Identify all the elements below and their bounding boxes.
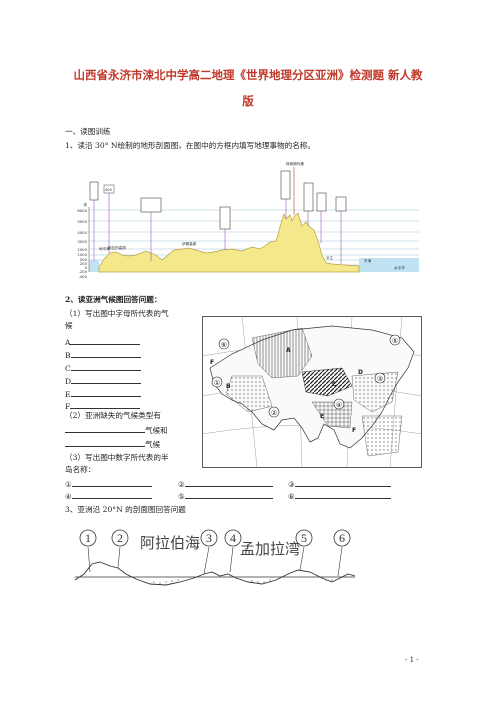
label-east-china-sea: 东海 [364,258,372,263]
title-line-1: 山西省永济市涑北中学高二地理《世界地理分区亚洲》检测题 新人教 [73,68,423,82]
profile-number: 6 [339,531,345,545]
answer-box[interactable] [280,170,291,200]
page-number: - 1 - [405,656,419,664]
q2-part2: （2）亚洲缺失的气候类型有 [65,411,161,420]
profile-20n-figure: 1 2 3 4 5 6 阿拉伯海 孟加拉湾 [74,529,356,586]
map-letter: B [226,383,231,390]
y-tick: 2000 [77,247,87,252]
profile-number: 4 [230,531,236,545]
map-number: ⑥ [221,341,227,349]
label-pacific: 太平洋 [394,265,405,270]
answer-box[interactable] [219,206,231,230]
section-heading: 一、读图训练 [65,127,111,136]
profile-number: 1 [85,531,91,545]
map-letter: F [352,427,356,434]
question-3: 3、亚洲沿 20°N 的剖面图回答问题 [65,505,186,514]
label-arabian-sea: 阿拉伯海 [140,534,200,552]
y-tick: 5000 [77,219,87,224]
label-bay-of-bengal: 孟加拉湾 [240,540,300,558]
label-mediterranean: 地中海 [99,246,110,251]
y-tick: 500 [80,257,88,262]
blank-A[interactable]: A [65,336,141,349]
blank-peninsula-1[interactable]: ① [65,478,152,491]
y-tick: 200 [80,261,88,266]
profile-number: 2 [117,531,123,545]
blank-peninsula-5[interactable]: ⑤ [178,490,273,503]
label-iranian-plateau: 伊朗高原 [182,241,197,246]
map-letter: F [210,359,214,366]
q2-part2-line2[interactable]: 气候和 [65,424,168,437]
title-line-2: 版 [242,94,254,108]
q2-part3: （3）写出图中数字所代表的半 [65,453,169,462]
y-tick: 0 [85,265,88,270]
blank-F[interactable]: F [65,400,141,413]
answer-box[interactable] [316,192,327,212]
page-title: 山西省永济市涑北中学高二地理《世界地理分区亚洲》检测题 新人教 版 [40,62,456,114]
map-letter: E [320,413,324,420]
profile-number: 5 [301,531,307,545]
profile-number: 3 [206,531,212,545]
y-tick: 1000 [77,252,87,257]
map-number: ④ [336,401,342,409]
blank-peninsula-3[interactable]: ③ [288,478,391,491]
map-number: ⑤ [392,337,398,345]
y-tick: -200 [78,269,87,274]
map-number: ② [271,409,277,417]
map-letter: A [286,347,291,354]
y-tick: 4000 [77,230,87,235]
profile-30n-figure: 米 6000 5000 4000 3000 2000 1000 500 200 … [64,155,422,280]
label-changjiang: 长江 [326,255,334,260]
blank-C[interactable]: C [65,362,141,375]
map-letter: D [358,369,363,376]
blank-B[interactable]: B [65,349,141,362]
y-tick: -400 [78,274,87,279]
question-1: 1、读沿 30° N绘制的地形剖面图，在图中的方框内填写地理事物的名称。 [65,141,315,150]
blank-peninsula-4[interactable]: ④ [65,490,152,503]
y-tick: 3000 [77,239,87,244]
q2-part2-line3[interactable]: 气候 [65,438,160,451]
q2-part1-cont: 候 [65,321,73,330]
answer-box[interactable] [89,181,99,201]
y-tick-unit: 米 [83,202,87,207]
blank-peninsula-2[interactable]: ② [178,478,273,491]
label-everest: 珠穆朗玛峰 [286,161,304,166]
answer-box[interactable] [303,182,314,212]
blank-E[interactable]: E [65,388,141,401]
asia-climate-map: ⑥ ① ② ④ ③ ⑤ F B A C D E F [202,316,422,468]
map-number: ① [214,379,220,387]
answer-box[interactable] [140,197,162,213]
label-400: 400 [105,188,113,192]
question-2: 2、读亚洲气候图回答问题： [65,295,162,304]
y-tick: 6000 [77,208,87,213]
answer-box[interactable] [335,196,347,212]
blank-D[interactable]: D [65,375,142,388]
q2-part3-cont: 岛名称： [65,465,96,474]
q2-part1: （1）写出图中字母所代表的气 [65,309,169,318]
map-letter: C [332,381,337,388]
label-arabian-plateau: 阿拉伯高原 [108,245,126,250]
map-number: ③ [377,375,383,383]
blank-peninsula-6[interactable]: ⑥ [288,490,391,503]
